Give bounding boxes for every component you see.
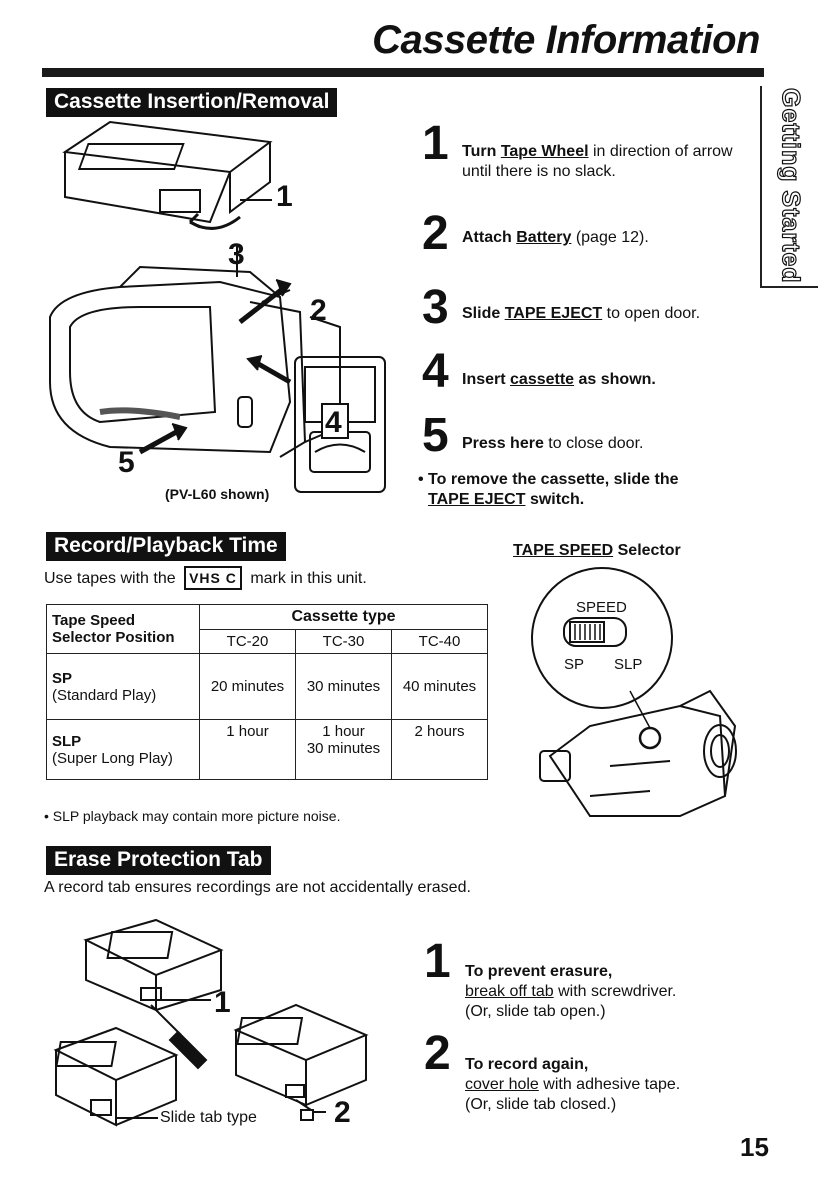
table-row: SP (Standard Play) 20 minutes 30 minutes…: [46, 653, 488, 720]
table-row: SLP (Super Long Play) 1 hour 1 hour 30 m…: [46, 719, 488, 780]
erase-heading: Erase Protection Tab: [46, 846, 271, 875]
remove-note: • To remove the cassette, slide the TAPE…: [418, 471, 679, 508]
title-rule: [42, 68, 764, 77]
step-number: 5: [422, 409, 449, 462]
record-heading: Record/Playback Time: [46, 532, 286, 561]
step-text: To prevent erasure, break off tab with s…: [465, 963, 677, 1020]
side-tab: Getting Started: [760, 86, 818, 288]
erase-intro: A record tab ensures recordings are not …: [44, 879, 471, 896]
selector-slp-label: SLP: [614, 656, 642, 673]
selector-speed-label: SPEED: [576, 599, 627, 616]
table-cell: 20 minutes: [199, 653, 296, 720]
step-text: Press here to close door.: [462, 435, 644, 452]
table-column-header: TC-30: [295, 629, 392, 654]
table-cell: 1 hour 30 minutes: [295, 719, 392, 780]
table-header-left: Tape Speed Selector Position: [46, 604, 200, 654]
table-header-group: Cassette type: [199, 604, 488, 630]
table-cell: 2 hours: [391, 719, 488, 780]
step-text: Insert cassette as shown.: [462, 371, 656, 388]
figure-caption: (PV-L60 shown): [165, 486, 270, 502]
step-number: 2: [424, 1027, 451, 1080]
vhs-c-mark: VHS C: [184, 566, 242, 590]
table-cell: 1 hour: [199, 719, 296, 780]
step-text: Attach Battery (page 12).: [462, 229, 649, 246]
erase-callout-2: 2: [334, 1096, 351, 1129]
step-number: 4: [422, 345, 449, 398]
table-column-header: TC-20: [199, 629, 296, 654]
table-cell: 40 minutes: [391, 653, 488, 720]
step-text: To record again, cover hole with adhesiv…: [465, 1056, 681, 1113]
callout-5: 5: [118, 446, 135, 479]
step-text: Slide TAPE EJECT to open door.: [462, 305, 701, 322]
step-number: 3: [422, 281, 449, 334]
step-number: 1: [424, 935, 451, 988]
insertion-figure: 1 2 3 4 5: [49, 120, 386, 493]
callout-4: 4: [325, 406, 342, 439]
side-tab-label: Getting Started: [776, 88, 805, 285]
step-text: Turn Tape Wheel in direction of arrow un…: [462, 143, 733, 180]
selector-sp-label: SP: [564, 656, 584, 673]
slide-tab-label: Slide tab type: [160, 1109, 257, 1126]
record-intro: Use tapes with the VHS C mark in this un…: [44, 566, 367, 590]
erase-figure: 1 2 Slide tab type: [53, 918, 369, 1129]
table-row-label: SLP (Super Long Play): [46, 719, 200, 780]
step-number: 2: [422, 207, 449, 260]
page-number: 15: [740, 1132, 769, 1162]
step-number: 1: [422, 117, 449, 170]
speed-selector-figure: SPEED SP SLP: [531, 567, 737, 817]
insertion-heading: Cassette Insertion/Removal: [46, 88, 338, 117]
table-cell: 30 minutes: [295, 653, 392, 720]
callout-2: 2: [310, 294, 327, 327]
selector-title: TAPE SPEED Selector: [513, 542, 681, 559]
slp-note: • SLP playback may contain more picture …: [44, 808, 341, 824]
table-column-header: TC-40: [391, 629, 488, 654]
callout-3: 3: [228, 238, 245, 271]
tape-time-table: Tape Speed Selector Position Cassette ty…: [46, 604, 488, 780]
table-row-label: SP (Standard Play): [46, 653, 200, 720]
callout-1: 1: [276, 180, 293, 213]
erase-callout-1: 1: [214, 986, 231, 1019]
page-title: Cassette Information: [372, 18, 760, 62]
